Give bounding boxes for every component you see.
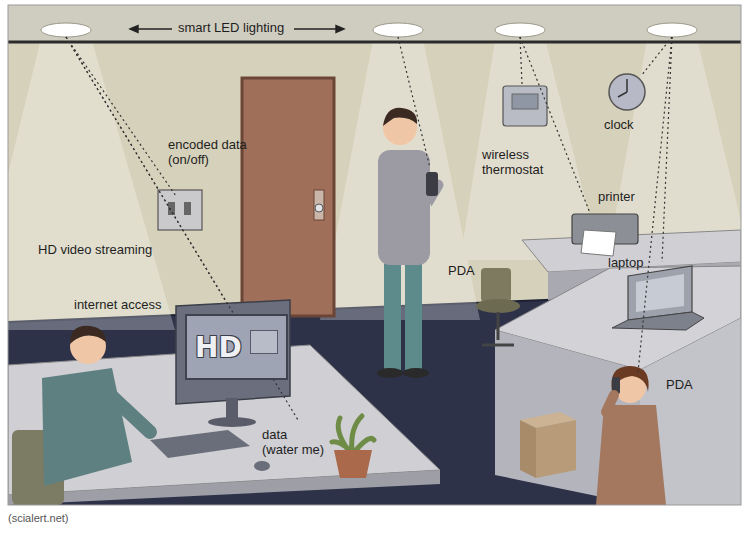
wall-clock: [609, 74, 645, 110]
callout-label: wireless thermostat: [482, 148, 552, 178]
callout-label: printer: [598, 190, 635, 205]
picture-frame: [8, 5, 741, 505]
led-lamps: [41, 23, 697, 37]
cardboard-box: [520, 412, 576, 478]
callout-label: HD video streaming: [38, 243, 152, 258]
callout-label: data (water me): [262, 428, 326, 458]
callout-label: PDA: [448, 264, 475, 279]
seated-person: [12, 326, 150, 505]
laptop-device: [612, 266, 704, 330]
keyboard: [150, 430, 250, 458]
callout-label: encoded data (on/off): [168, 138, 256, 168]
woman-person: [596, 366, 666, 505]
monitor-screen: HD: [185, 314, 288, 380]
callout-label: clock: [604, 118, 634, 133]
standing-person: [377, 108, 438, 378]
thermostat-device: [503, 86, 547, 126]
callout-label: PDA: [666, 378, 693, 393]
light-switch: [158, 190, 202, 230]
light-beams: [66, 37, 672, 420]
source-caption: (scialert.net): [8, 512, 69, 524]
header-label: smart LED lighting: [178, 21, 284, 36]
screen-text: HD: [195, 331, 242, 364]
ceiling: [8, 5, 741, 42]
light-cones: [8, 34, 741, 330]
ceiling-edge: [8, 41, 741, 44]
computer-monitor: [176, 300, 290, 427]
mouse: [254, 461, 270, 471]
potted-plant: [332, 416, 374, 478]
right-desk: [495, 230, 741, 505]
callout-label: laptop: [608, 256, 643, 271]
door: [242, 78, 334, 316]
printer-device: [572, 214, 638, 256]
callout-label: internet access: [74, 298, 161, 313]
office-chair: [476, 268, 520, 345]
back-wall: [8, 5, 741, 505]
